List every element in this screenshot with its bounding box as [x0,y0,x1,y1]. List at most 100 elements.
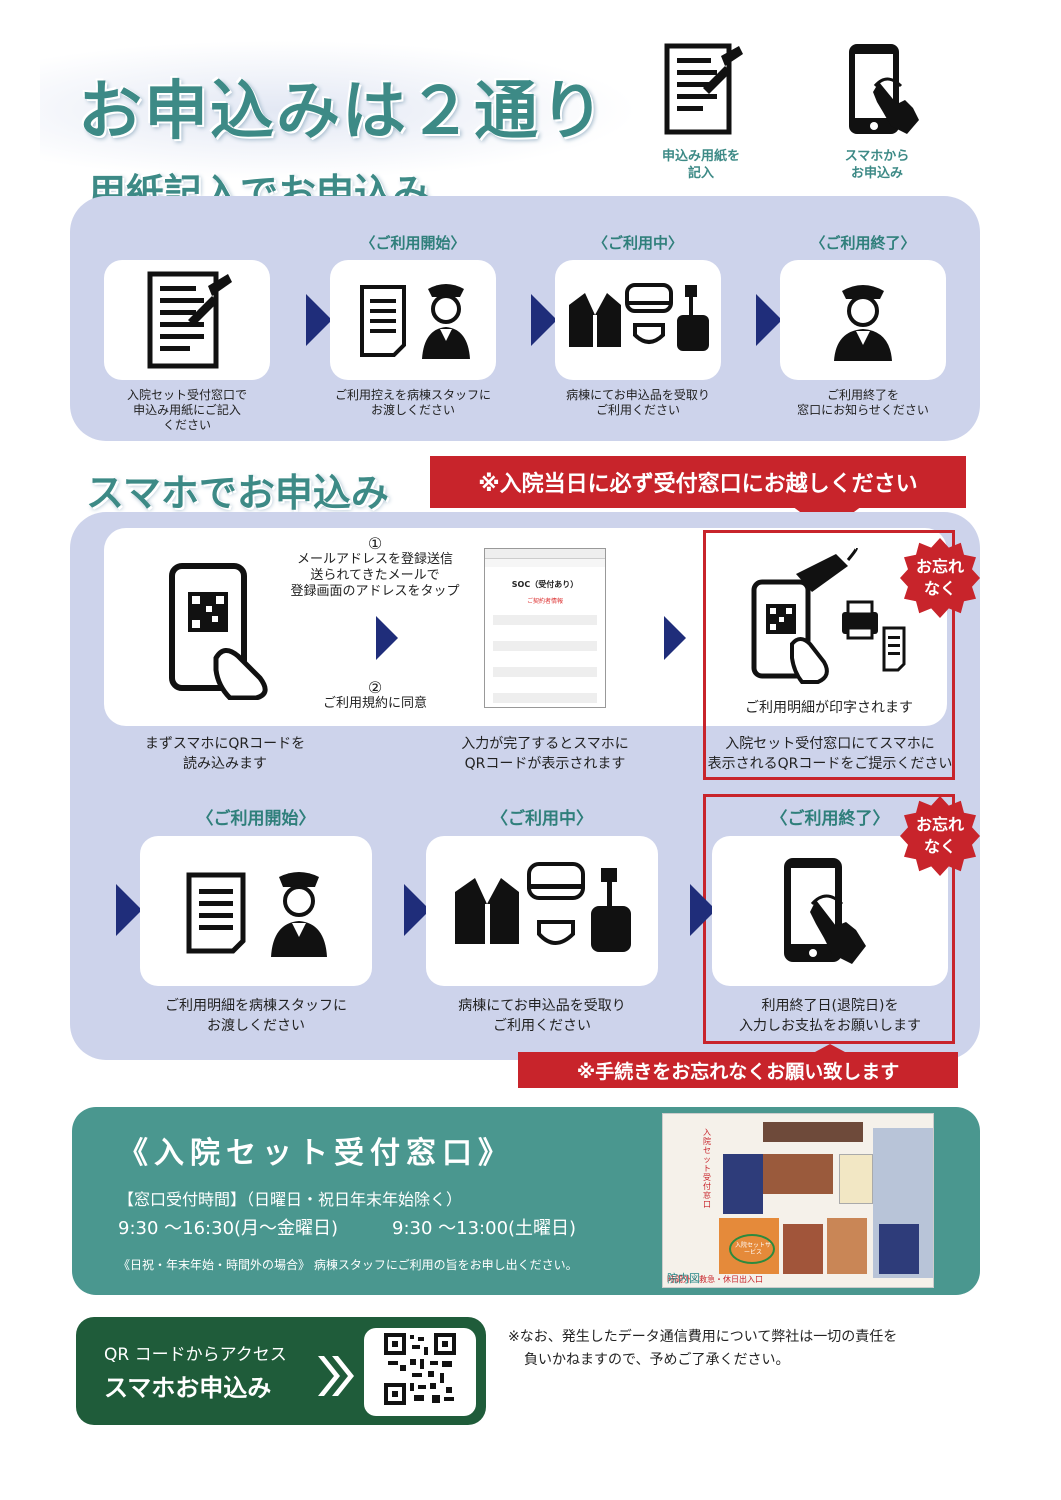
phone-row2-card-3 [712,836,948,986]
qr-code-icon[interactable] [384,1333,456,1405]
form-document-icon [147,271,232,369]
scanner-printer-icon [751,548,906,684]
instruction-1: ① メールアドレスを登録送信 送られてきたメールで 登録画面のアドレスをタップ [290,536,460,600]
instruction-line: 登録画面のアドレスをタップ [290,584,460,599]
caption-line: 病棟にてお申込品を受取り [566,388,710,402]
header-phone-caption-2: お申込み [850,166,903,181]
hours-label: 【窓口受付時間】（日曜日・祝日年末年始除く） [118,1190,463,1209]
form-field [493,667,597,677]
header-paper-caption-2: 記入 [687,166,714,181]
map-block [839,1154,873,1204]
caption-line: 利用終了日(退院日)を [761,998,899,1014]
paper-step-4-label: 〈ご利用終了〉 [810,234,916,252]
phone-row2-label-2: 〈ご利用中〉 [491,809,593,829]
phone-row2-caption-3: 利用終了日(退院日)を 入力しお支払をお願いします [706,996,954,1036]
form-status-bar [485,549,605,559]
caption-line: ご利用明細を病棟スタッフに [165,998,347,1014]
caption-line: ご利用ください [493,1018,591,1034]
map-block [763,1122,863,1142]
caption-line: お渡しください [207,1018,305,1034]
page-title: お申込みは２通り [78,75,606,149]
badge-line: なく [923,837,956,856]
paper-step-4-caption: ご利用終了を 窓口にお知らせください [770,388,956,418]
header-paper-caption-1: 申込み用紙を [661,149,740,164]
footnote-line: ※なお、発生したデータ通信費用について弊社は一切の責任を [508,1329,898,1345]
hospital-items-icon [569,283,709,351]
instruction-line: ご利用規約に同意 [322,696,427,711]
paper-step-1-caption: 入院セット受付窓口で 申込み用紙にご記入 ください [104,388,270,433]
map-window-label: 入院セット受付窓口 [703,1128,711,1209]
double-chevron-right-icon [318,1356,354,1396]
paper-step-4-card [780,260,946,380]
qr-code-frame[interactable] [364,1328,476,1416]
header-phone-caption-1: スマホから [844,149,910,164]
caption-line: 申込み用紙にご記入 [133,403,241,417]
phone-row2-arrow-3 [690,884,716,936]
paper-arrow-1 [306,294,332,346]
phone-row2-caption-1: ご利用明細を病棟スタッフに お渡しください [130,996,382,1036]
phone-step-1-caption: まずスマホにQRコードを 読み込みます [110,734,340,774]
smartphone-tap-icon [784,858,866,964]
paper-step-2-caption: ご利用控えを病棟スタッフに お渡しください [320,388,506,418]
map-block [723,1154,763,1214]
nurse-icon [834,285,892,361]
badge-line: お忘れ [915,815,964,834]
form-title: SOC（受付あり） [511,580,579,589]
step3-highlight-frame [703,530,955,780]
instruction-line: 送られてきたメールで [310,568,440,583]
caption-line: QRコードが表示されます [464,756,626,772]
map-block [763,1154,833,1194]
phone-row2-caption-2: 病棟にてお申込品を受取り ご利用ください [416,996,668,1036]
hospital-floor-map: 時間外・救急・休日出入口 入院セット受付窓口 入院セットサービス 院内図 [662,1113,934,1288]
phone-row2-label-1: 〈ご利用開始〉 [196,809,316,829]
caption-line: お渡しください [370,403,455,417]
caption-line: 入力が完了するとスマホに [461,736,629,752]
receipt-and-nurse-icon [360,284,470,359]
instruction-2: ② ご利用規約に同意 [290,680,460,712]
paper-step-3-caption: 病棟にてお申込品を受取り ご利用ください [545,388,731,418]
receipt-and-nurse-icon [186,872,327,957]
caption-line: 窓口にお知らせください [797,403,929,417]
qr-access-label: QR コードからアクセス [104,1345,287,1365]
badge-line: なく [923,579,956,598]
hours-saturday: 9:30 ～13:00(土曜日) [392,1218,577,1239]
map-block [827,1218,867,1274]
paper-step-3-label: 〈ご利用中〉 [592,234,683,252]
smartphone-tap-icon [849,44,919,134]
hospital-items-icon [455,862,631,952]
map-service-label: 入院セットサービス [734,1242,771,1256]
phone-arrow-2 [664,616,686,660]
paper-arrow-2 [531,294,557,346]
map-block [783,1224,823,1274]
caption-line: 入力しお支払をお願いします [739,1018,921,1034]
form-document-icon [664,43,743,135]
caption-line: 入院セット受付窓口で [126,388,247,402]
registration-form-screenshot: SOC（受付あり） ご契約者情報 [484,548,606,708]
phone-row2-arrow-1 [116,884,142,936]
qr-access-title: スマホお申込み [104,1374,272,1402]
reception-title: 《入院セット受付窓口》 [118,1136,514,1171]
print-label: ご利用明細が印字されます [745,700,913,716]
phone-row2-card-1 [140,836,372,986]
caption-line: 入院セット受付窓口にてスマホに [725,736,935,752]
caption-line: 表示されるQRコードをご提示ください [707,756,953,772]
visit-reminder-banner: ※入院当日に必ず受付窓口にお越しください [430,456,966,508]
paper-arrow-3 [756,294,782,346]
phone-step-3-caption: 入院セット受付窓口にてスマホに 表示されるQRコードをご提示ください [706,734,954,774]
header-paper-icon-group: 申込み用紙を 記入 [636,42,766,182]
title-glow [40,40,640,180]
instruction-line: メールアドレスを登録送信 [296,552,453,567]
phone-step-2-caption: 入力が完了するとスマホに QRコードが表示されます [420,734,670,774]
procedure-reminder-banner: ※手続きをお忘れなくお願い致します [518,1052,958,1088]
caption-line: ご利用ください [595,403,680,417]
caption-line: ご利用控えを病棟スタッフに [334,388,491,402]
header-phone-icon-group: スマホから お申込み [812,42,942,182]
paper-step-2-label: 〈ご利用開始〉 [360,234,466,252]
map-highlight-circle [729,1234,775,1264]
phone-qr-scan-icon [169,563,268,700]
after-hours-note: 《日祝・年末年始・時間外の場合》 病棟スタッフにご利用の旨をお申し出ください。 [118,1258,578,1272]
form-url-bar [485,559,605,567]
caption-line: ご利用終了を [826,388,899,402]
map-entrance-label: 時間外・救急・休日出入口 [667,1275,763,1284]
badge-line: お忘れ [915,557,964,576]
